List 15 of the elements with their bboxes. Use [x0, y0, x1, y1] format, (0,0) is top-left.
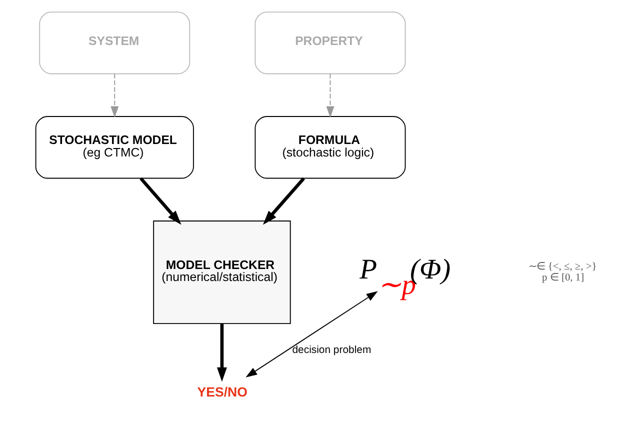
node-box: FORMULA (stochastic logic): [254, 116, 406, 179]
label: ∼∈ {<, ≤, ≥, >}: [528, 261, 596, 272]
arrow: [139, 177, 181, 225]
arrow: [216, 324, 226, 382]
node-box: PROPERTY: [254, 12, 406, 74]
node-box: SYSTEM: [38, 12, 190, 74]
label: p ∈ [0, 1]: [542, 272, 584, 284]
arrow: [262, 177, 304, 225]
edge-label: decision problem: [292, 344, 371, 356]
arrow: [110, 73, 118, 118]
node-box: STOCHASTIC MODEL (eg CTMC): [34, 116, 194, 179]
node-box: MODEL CHECKER (numerical/statistical): [152, 220, 290, 324]
node-text: YES/NO: [196, 384, 247, 400]
arrow: [245, 291, 378, 378]
arrow: [326, 73, 334, 118]
